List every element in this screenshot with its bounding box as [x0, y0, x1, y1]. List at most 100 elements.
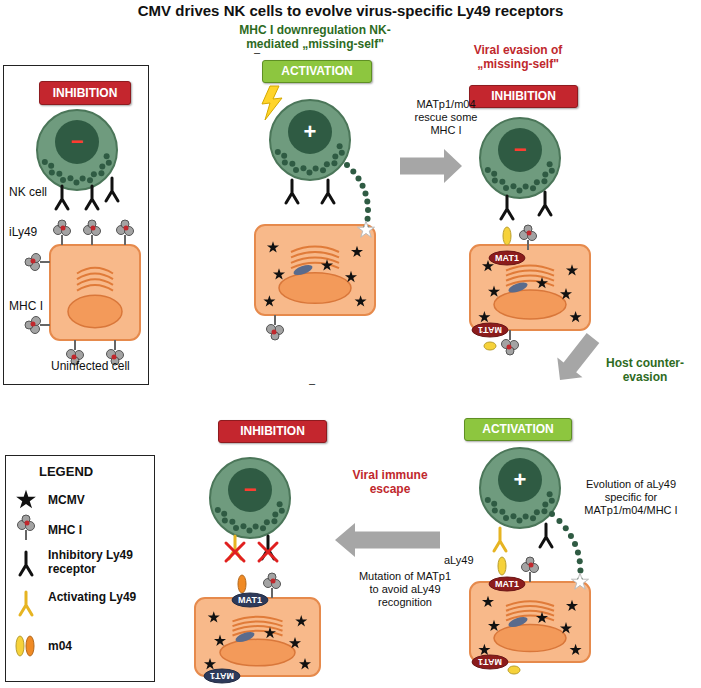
nk-cell [60, 177, 66, 183]
nk-cell [104, 153, 110, 159]
mhc-i [74, 340, 76, 350]
mhc-i [117, 220, 134, 245]
nk-cell [288, 110, 332, 154]
granule-release [549, 511, 589, 589]
activating-ly49 [494, 528, 506, 551]
infected-cell [263, 295, 275, 306]
nk-cell [289, 161, 295, 167]
infected-cell [482, 596, 494, 607]
stray-mark: – [309, 377, 315, 390]
mhc-i [267, 315, 284, 340]
infected-cell [321, 259, 333, 270]
infected-cell [570, 311, 582, 322]
mhc-i [124, 235, 126, 245]
inhibitory-ly49 [501, 196, 513, 219]
granule-release [365, 216, 371, 222]
nk-cell [281, 153, 287, 159]
uninfected-cell [68, 295, 122, 327]
nk-cell [480, 448, 560, 528]
legend-icon [16, 490, 36, 509]
nk-cell [228, 468, 272, 512]
mhc-i [61, 226, 66, 231]
step-heading: Viral immune escape [346, 468, 434, 497]
infected-cell [488, 285, 500, 296]
process-arrow [400, 149, 462, 183]
activation-sign: + [304, 119, 317, 145]
m04 [238, 575, 246, 593]
granule-release [577, 558, 583, 564]
nk-cell [320, 167, 326, 173]
infected-cell [470, 245, 590, 330]
nk-cell [253, 524, 259, 530]
granule-release [568, 533, 574, 539]
mhc-i [40, 324, 50, 326]
infected-cell [255, 225, 375, 315]
part-label: Uninfected cell [51, 359, 130, 373]
nk-cell [73, 180, 79, 186]
inhibitory-ly49 [322, 180, 334, 203]
infected-cell [488, 620, 500, 631]
nk-cell [229, 519, 235, 525]
mhc-i [84, 220, 101, 245]
inhibitory-ly49 [20, 552, 32, 575]
infected-cell [470, 245, 590, 330]
nk-cell [503, 515, 509, 521]
mhc-i [92, 227, 101, 236]
nk-cell [503, 185, 509, 191]
granule-release [365, 207, 371, 213]
nk-cell [275, 149, 281, 155]
uninfected-cell [50, 245, 140, 340]
inhibitory-ly49 [540, 524, 552, 547]
nk-cell [98, 170, 104, 176]
m04 [508, 666, 520, 674]
infected-cell [560, 288, 572, 299]
nk-cell [48, 163, 54, 169]
nk-cell [264, 519, 270, 525]
nk-cell [55, 120, 99, 164]
mhc-i [528, 232, 537, 241]
nk-cell [300, 165, 306, 171]
blocked-mark [259, 543, 277, 561]
mhc-i [61, 235, 63, 245]
nk-cell [337, 143, 343, 149]
granule-release [549, 511, 555, 517]
infected-cell [279, 273, 351, 304]
nk-cell [233, 525, 239, 531]
mhc-i [274, 315, 276, 325]
nk-cell [510, 183, 516, 189]
part-label: MHC I [9, 299, 43, 313]
mhc-i [31, 259, 36, 264]
granule-release [572, 541, 578, 547]
nk-cell [542, 171, 548, 177]
nk-cell [480, 118, 560, 198]
nk-cell [272, 511, 278, 517]
nk-cell [260, 525, 266, 531]
matp1 [472, 323, 508, 337]
nk-cell [324, 161, 330, 167]
nk-cell [222, 518, 228, 524]
nk-cell [480, 118, 560, 198]
nk-cell [485, 497, 491, 503]
panel-heading: MHC I downregulation NK-mediated „missin… [225, 23, 405, 52]
granule-release [344, 162, 375, 237]
part-label: NK cell [9, 185, 47, 199]
mhc-i [124, 226, 129, 231]
mhc-i [527, 240, 529, 250]
protein-label: MAT1 [478, 325, 502, 336]
inhibitory-ly49 [106, 178, 118, 201]
infected-cell [299, 658, 311, 669]
mhc-i [32, 254, 41, 263]
m04 [503, 227, 511, 245]
nk-cell [293, 167, 299, 173]
granule-release [360, 183, 366, 189]
nk-cell [492, 178, 498, 184]
granule-release [356, 176, 362, 182]
nk-cell [240, 523, 246, 529]
nk-cell [80, 176, 86, 182]
infected-cell [570, 644, 582, 655]
nk-cell [499, 509, 505, 515]
m04 [238, 575, 246, 593]
inhibitory-ly49 [540, 524, 552, 547]
activating-ly49 [494, 528, 506, 551]
mhc-i [530, 564, 539, 573]
